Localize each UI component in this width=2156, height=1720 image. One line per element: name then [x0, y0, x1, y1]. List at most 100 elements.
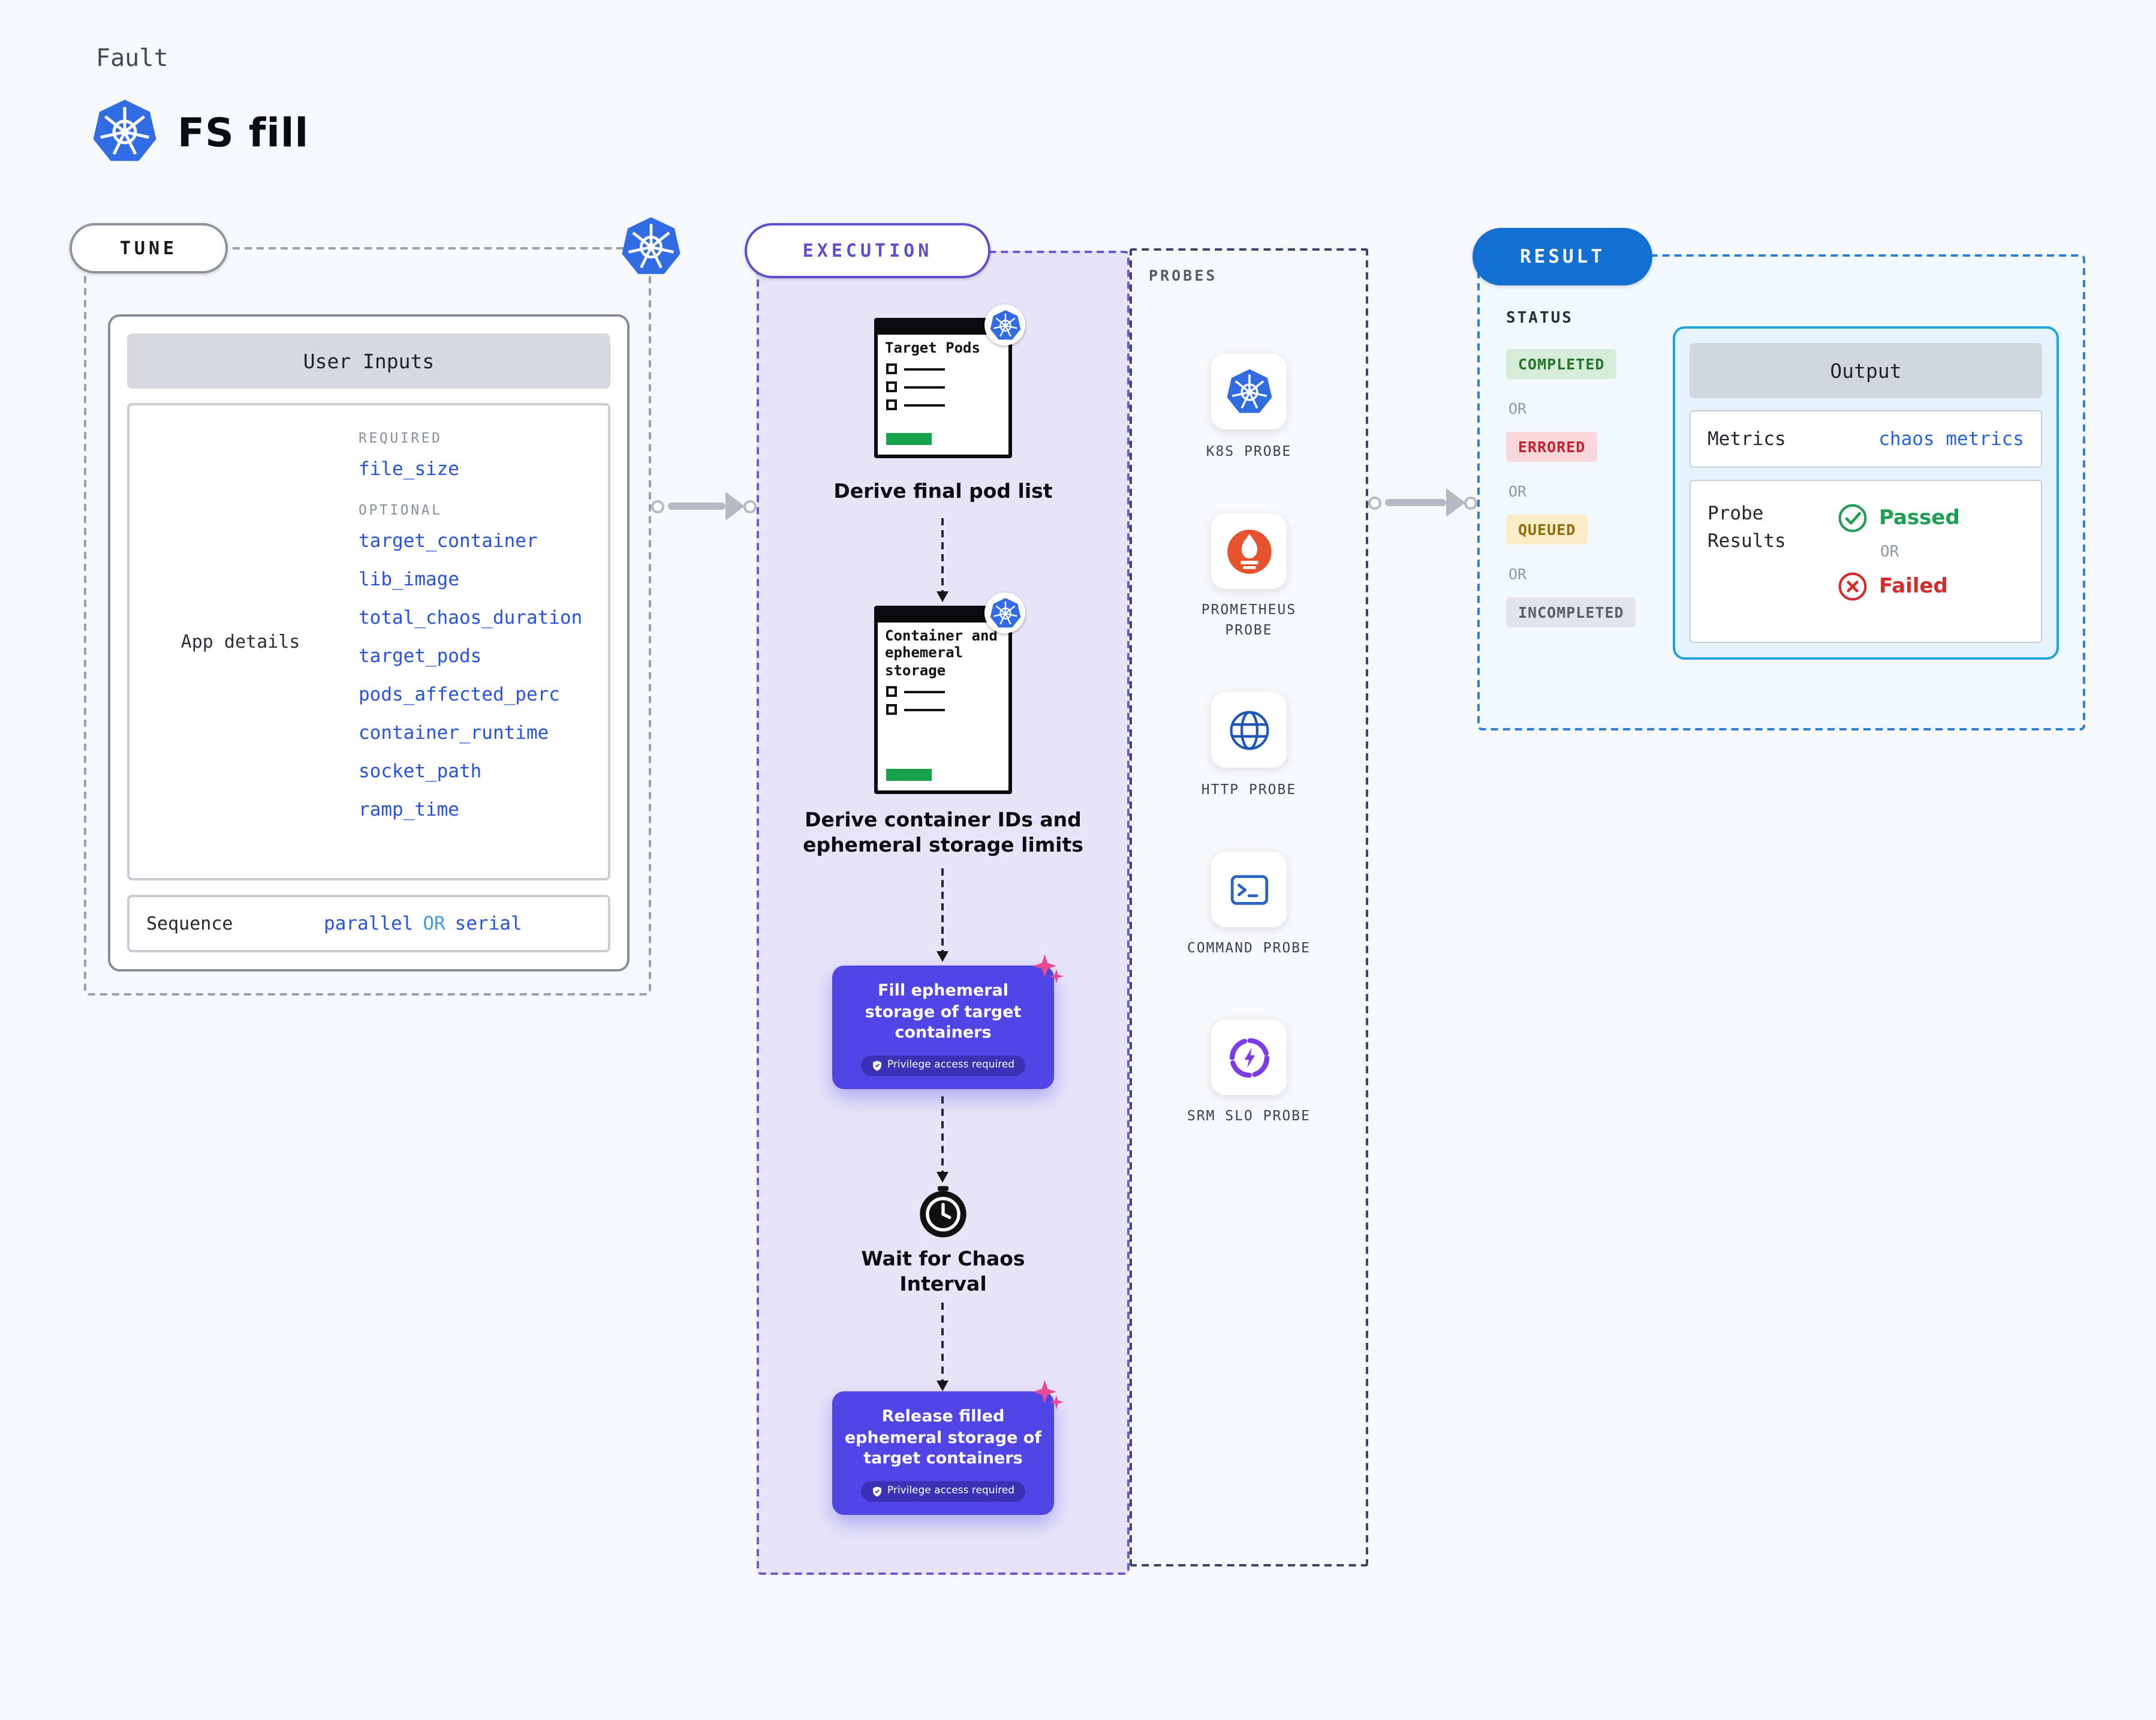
status-badge-completed: COMPLETED — [1506, 349, 1617, 379]
passed-label: Passed — [1879, 506, 1960, 530]
text-lines-icon — [904, 687, 1000, 696]
field-link-pods-affected-perc[interactable]: pods_affected_perc — [359, 684, 560, 705]
flow-connector — [937, 868, 948, 962]
field-link-container-runtime[interactable]: container_runtime — [359, 722, 549, 744]
privilege-badge: Privilege access required — [860, 1481, 1026, 1502]
flow-arrow-tune-to-execution — [651, 489, 757, 523]
probe-name-http: HTTP PROBE — [1201, 781, 1297, 798]
progress-bar — [886, 433, 932, 445]
kubernetes-icon — [620, 216, 682, 278]
text-lines-icon — [904, 365, 1000, 374]
field-link-file-size[interactable]: file_size — [359, 458, 459, 480]
command-probe-tile — [1211, 852, 1287, 927]
fill-storage-action[interactable]: Fill ephemeral storage of target contain… — [832, 966, 1054, 1089]
probe-results-label: Probe Results — [1708, 503, 1786, 552]
field-link-socket-path[interactable]: socket_path — [359, 760, 482, 782]
text-lines-icon — [904, 383, 1000, 392]
output-panel: Output Metrics chaos metrics Probe Resul… — [1673, 326, 2059, 660]
field-link-lib-image[interactable]: lib_image — [359, 569, 459, 590]
text-lines-icon — [904, 401, 1000, 410]
connector-ring — [651, 500, 664, 513]
step-caption-derive-pods: Derive final pod list — [833, 480, 1053, 503]
status-badge-queued: QUEUED — [1506, 515, 1588, 545]
k8s-icon — [1225, 368, 1273, 416]
status-badge-errored: ERRORED — [1506, 432, 1598, 462]
field-link-total-chaos-duration[interactable]: total_chaos_duration — [359, 607, 583, 629]
status-badge-incompleted: INCOMPLETED — [1506, 597, 1636, 627]
doc-title: Target Pods — [885, 339, 980, 356]
prometheus-icon — [1225, 527, 1273, 575]
flow-connector — [937, 1303, 948, 1391]
metrics-value-link[interactable]: chaos metrics — [1878, 428, 2024, 450]
doc-checklist-row — [878, 396, 1008, 414]
metrics-row: Metrics chaos metrics — [1690, 410, 2042, 468]
probe-result-or: OR — [1880, 543, 1899, 561]
sequence-row: Sequence parallel OR serial — [127, 895, 610, 952]
action-label: Release filled ephemeral storage of targ… — [844, 1407, 1042, 1469]
output-title: Output — [1690, 343, 2042, 398]
metrics-label: Metrics — [1708, 428, 1786, 450]
probe-name-k8s: K8S PROBE — [1206, 443, 1292, 459]
k8s-probe-tile — [1211, 354, 1287, 429]
page-title: FS fill — [177, 109, 309, 155]
privilege-badge-label: Privilege access required — [887, 1485, 1015, 1498]
release-storage-action[interactable]: Release filled ephemeral storage of targ… — [832, 1391, 1054, 1515]
field-link-ramp-time[interactable]: ramp_time — [359, 799, 459, 820]
probes-section-label: PROBES — [1149, 266, 1218, 284]
checkbox-icon — [886, 363, 897, 375]
privilege-badge-label: Privilege access required — [887, 1059, 1015, 1072]
user-inputs-title: User Inputs — [127, 333, 610, 389]
app-details-label: App details — [180, 631, 300, 652]
checkbox-icon — [886, 381, 897, 393]
step-caption-wait: Wait for Chaos Interval — [861, 1247, 1025, 1295]
tune-section-label: TUNE — [70, 223, 228, 273]
arrow-head — [937, 951, 948, 968]
field-link-target-container[interactable]: target_container — [359, 530, 538, 552]
http-probe-tile — [1211, 692, 1287, 768]
doc-checklist-row — [878, 360, 1008, 378]
sequence-value-parallel: parallel — [324, 913, 414, 934]
srm-slo-probe-tile — [1211, 1020, 1287, 1095]
page-title-row: FS fill — [91, 98, 309, 166]
status-or: OR — [1508, 482, 1527, 500]
flow-arrow-probes-to-result — [1368, 486, 1477, 519]
failed-label: Failed — [1879, 575, 1948, 599]
result-section-label: RESULT — [1473, 228, 1652, 285]
container-storage-doc: Container and ephemeral storage — [874, 593, 1025, 794]
flow-connector — [937, 1096, 948, 1183]
prometheus-probe-tile — [1211, 513, 1287, 589]
globe-icon — [1226, 707, 1272, 753]
arrow-shaft — [668, 503, 725, 510]
checkbox-icon — [886, 399, 897, 411]
status-or: OR — [1508, 399, 1527, 417]
progress-bar — [886, 769, 932, 781]
terminal-icon — [1225, 865, 1273, 913]
connector-ring — [1464, 497, 1477, 510]
doc-checklist-row — [878, 700, 1008, 718]
doc-header-bar — [878, 321, 1008, 335]
connector-ring — [1368, 497, 1381, 510]
clock-icon — [916, 1185, 970, 1239]
sequence-label: Sequence — [146, 913, 233, 934]
checkbox-icon — [886, 704, 897, 715]
probe-result-passed-row: Passed — [1837, 503, 1960, 534]
target-pods-doc: Target Pods — [874, 305, 1025, 458]
optional-section-label: OPTIONAL — [359, 501, 442, 518]
probe-results-values: Passed OR Failed — [1837, 500, 1960, 623]
fault-kicker: Fault — [96, 43, 168, 72]
probe-name-command: COMMAND PROBE — [1187, 939, 1311, 956]
kubernetes-icon — [91, 98, 158, 166]
arrow-head — [937, 591, 948, 608]
checkbox-icon — [886, 686, 897, 697]
probe-result-failed-row: Failed — [1837, 571, 1960, 602]
probe-results-box: Probe Results Passed OR Failed — [1690, 480, 2042, 643]
arrow-shaft — [1385, 499, 1446, 506]
inputs-fields-box: App details REQUIRED file_size OPTIONAL … — [127, 403, 610, 880]
arrow-head — [725, 492, 745, 521]
field-link-target-pods[interactable]: target_pods — [359, 645, 482, 667]
execution-section-label: EXECUTION — [745, 223, 990, 278]
sequence-value-serial: serial — [454, 913, 522, 934]
doc-header-bar — [878, 609, 1008, 623]
flow-connector — [937, 518, 948, 602]
arrow-head — [1446, 488, 1465, 517]
